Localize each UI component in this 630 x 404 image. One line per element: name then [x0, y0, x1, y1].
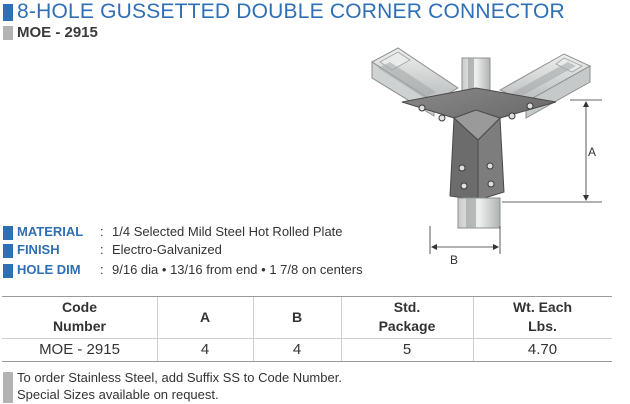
dimension-a: [502, 99, 602, 203]
bottom-channel: [457, 197, 501, 229]
header-wt-each: Wt. Each Lbs.: [512, 299, 573, 334]
col-divider: [157, 297, 158, 361]
left-channel: [371, 47, 459, 117]
material-label: MATERIAL: [17, 224, 84, 239]
material-value: 1/4 Selected Mild Steel Hot Rolled Plate: [112, 224, 343, 239]
gusset-plates: [401, 87, 557, 201]
cell-a: 4: [200, 341, 210, 358]
material-colon: :: [100, 224, 104, 239]
header-code-number: Code Number: [53, 299, 106, 334]
hole-dim-accent-bar: [3, 264, 13, 278]
connector-illustration: A B: [371, 47, 602, 267]
notes-accent-bar: [3, 372, 13, 403]
dimension-b: [429, 226, 501, 254]
finish-colon: :: [100, 242, 104, 257]
hole-dim-label: HOLE DIM: [17, 262, 81, 277]
page-title: 8-HOLE GUSSETTED DOUBLE CORNER CONNECTOR: [17, 0, 565, 23]
finish-accent-bar: [3, 244, 13, 258]
col-divider: [473, 297, 474, 361]
note-stainless: To order Stainless Steel, add Suffix SS …: [17, 370, 342, 385]
dim-b-label: B: [450, 253, 458, 267]
finish-label: FINISH: [17, 242, 60, 257]
header-b: B: [291, 309, 303, 325]
col-divider: [341, 297, 342, 361]
cell-wt-each: 4.70: [527, 341, 558, 358]
header-divider: [2, 338, 612, 339]
finish-value: Electro-Galvanized: [112, 242, 222, 257]
note-special-sizes: Special Sizes available on request.: [17, 387, 219, 402]
part-number: MOE - 2915: [17, 24, 98, 41]
dim-a-label: A: [588, 145, 596, 159]
subtitle-accent-bar: [3, 26, 13, 40]
material-fraction: 1/4: [112, 224, 131, 239]
spec-table: Code Number A B Std. Package Wt. Each Lb…: [2, 296, 612, 362]
hole-dim-value: 9/16 dia • 13/16 from end • 1 7/8 on cen…: [112, 262, 363, 277]
material-accent-bar: [3, 226, 13, 240]
hole-dim-colon: :: [100, 262, 104, 277]
header-std-package: Std. Package: [378, 299, 436, 334]
cell-code-number: MOE - 2915: [39, 341, 120, 358]
header-a: A: [199, 309, 211, 325]
title-accent-bar: [3, 4, 13, 21]
col-divider: [253, 297, 254, 361]
cell-b: 4: [292, 341, 302, 358]
cell-std-package: 5: [402, 341, 412, 358]
